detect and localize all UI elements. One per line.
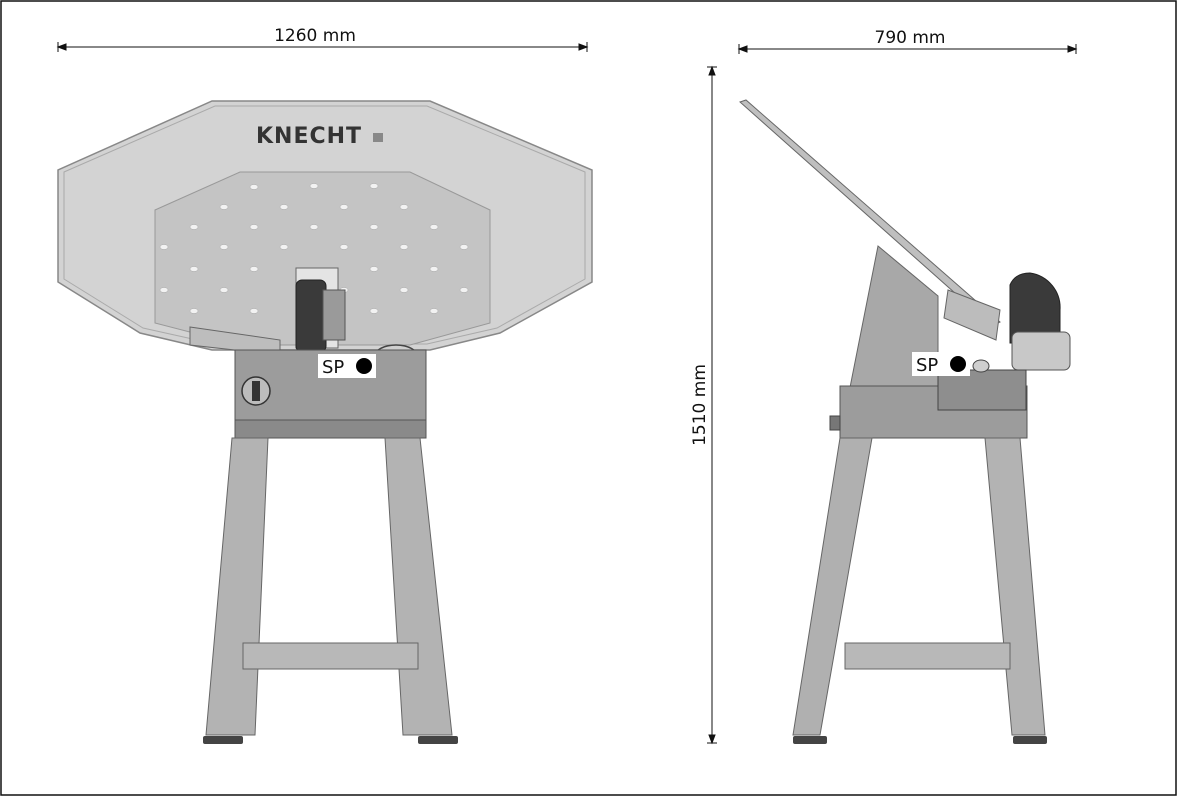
side-spindle-block [937,369,1027,411]
side-polishing-disc [972,359,990,373]
sp-label-side: SP [916,355,938,376]
height-dimension-label: 1510 mm [690,364,710,446]
center-of-gravity-marker-side [950,356,966,372]
main-switch-handle [252,381,260,401]
height-dimension-line [707,65,717,745]
center-of-gravity-marker-front [356,358,372,374]
side-wheel-guard [1009,272,1061,344]
wheel-guard [322,289,346,341]
side-back-leg [792,437,873,736]
side-hood [739,99,1001,327]
brand-logo-text: KNECHT [256,124,362,149]
side-motor [1011,331,1071,371]
front-crossbar [242,642,419,670]
side-view: 790 mm 1510 mm SP [690,28,1078,745]
side-crossbar [844,642,1011,670]
side-tool-rest [943,289,1001,341]
front-left-foot [203,736,243,744]
side-right-foot [1013,736,1047,744]
side-knob [829,415,841,431]
front-hood-rim [63,105,586,345]
sp-label-front: SP [322,357,344,378]
depth-dimension-label: 790 mm [875,28,946,48]
front-view: 1260 mm KNECHT SP [56,26,593,744]
depth-dimension-line [737,44,1078,54]
width-dimension-label: 1260 mm [274,26,356,46]
front-right-foot [418,736,458,744]
width-dimension-line [56,42,589,52]
base-cabinet-bottom [234,419,427,439]
side-left-foot [793,736,827,744]
grinding-wheel [295,279,327,353]
perforation-holes [159,183,469,314]
brand-logo-square [373,133,383,142]
side-front-leg [984,437,1046,736]
perforated-panel [154,171,491,346]
